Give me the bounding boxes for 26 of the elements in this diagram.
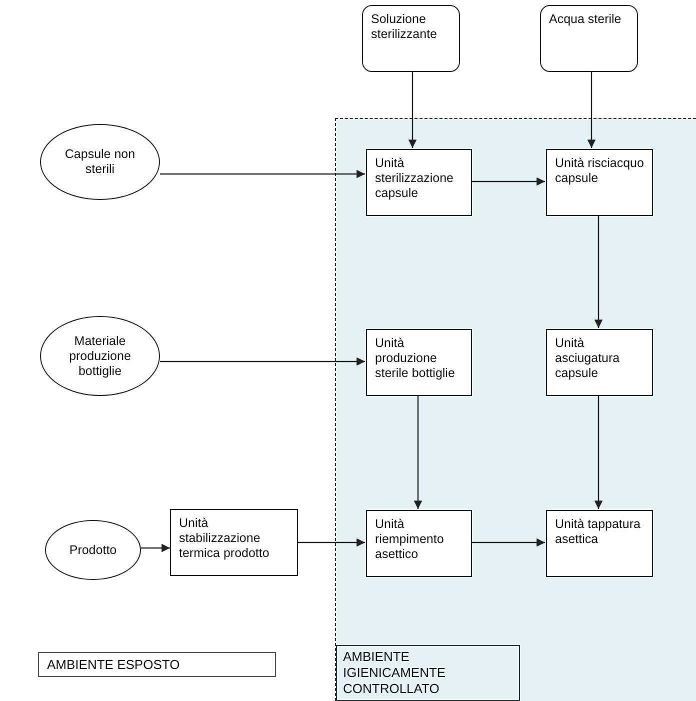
process-box: Unità stabilizzazione termica prodotto [170,509,298,576]
process-box: Unità asciugatura capsule [546,329,653,396]
process-box: Unità riempimento asettico [366,510,472,577]
arrow [160,170,365,178]
process-box: Unità risciacquo capsule [546,149,653,216]
process-box: Unità sterilizzazione capsule [366,149,472,216]
process-box: Unità produzione sterile bottiglie [366,329,472,396]
area-label: AMBIENTE IGIENICAMENTE CONTROLLATO [336,645,520,701]
input-ellipse: Capsule non sterili [40,124,160,200]
arrow [141,544,170,552]
supply-box: Soluzione sterilizzante [362,5,460,72]
arrow [160,357,365,366]
arrow [414,395,422,509]
arrow [594,395,603,509]
arrow [471,538,545,547]
area-label: AMBIENTE ESPOSTO [38,652,276,677]
input-ellipse: Prodotto [45,520,141,580]
controlled-area-region [335,118,696,701]
supply-box: Acqua sterile [540,5,638,72]
arrow [298,538,365,547]
arrow [594,215,603,328]
arrow [471,177,545,186]
input-ellipse: Materiale produzione bottiglie [40,316,160,396]
arrow [408,72,417,148]
arrow [587,72,596,148]
process-box: Unità tappatura asettica [546,510,653,577]
